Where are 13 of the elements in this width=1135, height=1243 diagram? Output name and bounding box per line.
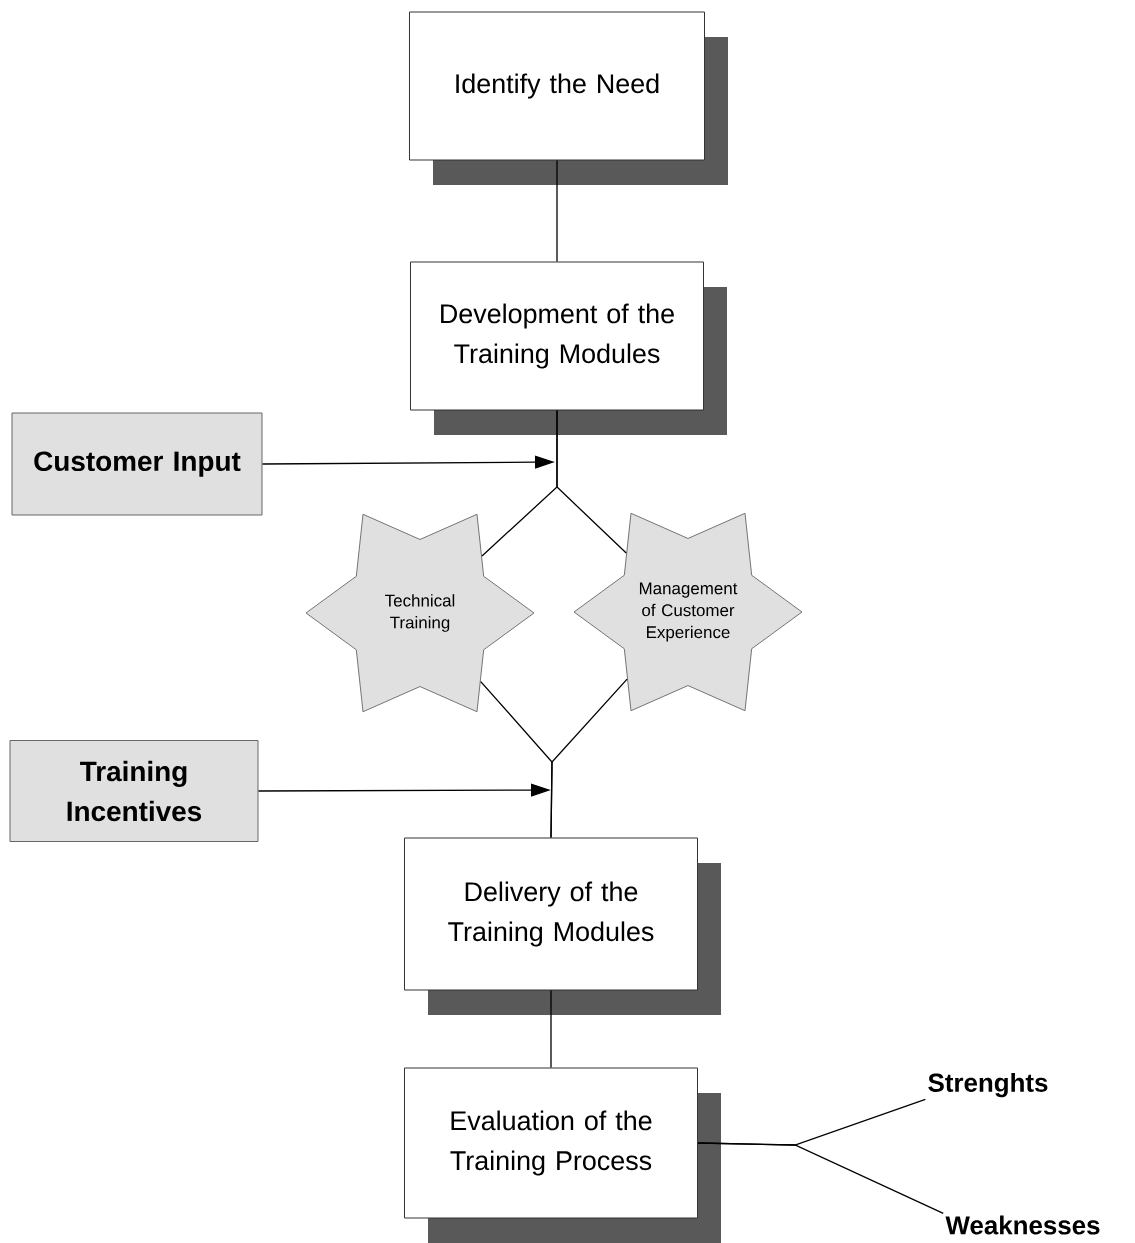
connector-line [556, 409, 627, 554]
input-box: Training Incentives [9, 740, 259, 842]
connector-line [550, 678, 628, 839]
connector-line [550, 989, 552, 1069]
process-box: Evaluation of the Training Process [404, 1067, 721, 1243]
connector-line [556, 159, 558, 263]
process-box: Development of the Training Modules [410, 261, 727, 435]
input-box: Customer Input [11, 412, 263, 516]
connector-line [697, 1142, 944, 1214]
outcome-label: Strenghts [928, 1072, 1048, 1098]
process-box: Delivery of the Training Modules [404, 837, 721, 1015]
process-box: Identify the Need [409, 11, 728, 185]
outcome-label: Weaknesses [945, 1215, 1100, 1235]
